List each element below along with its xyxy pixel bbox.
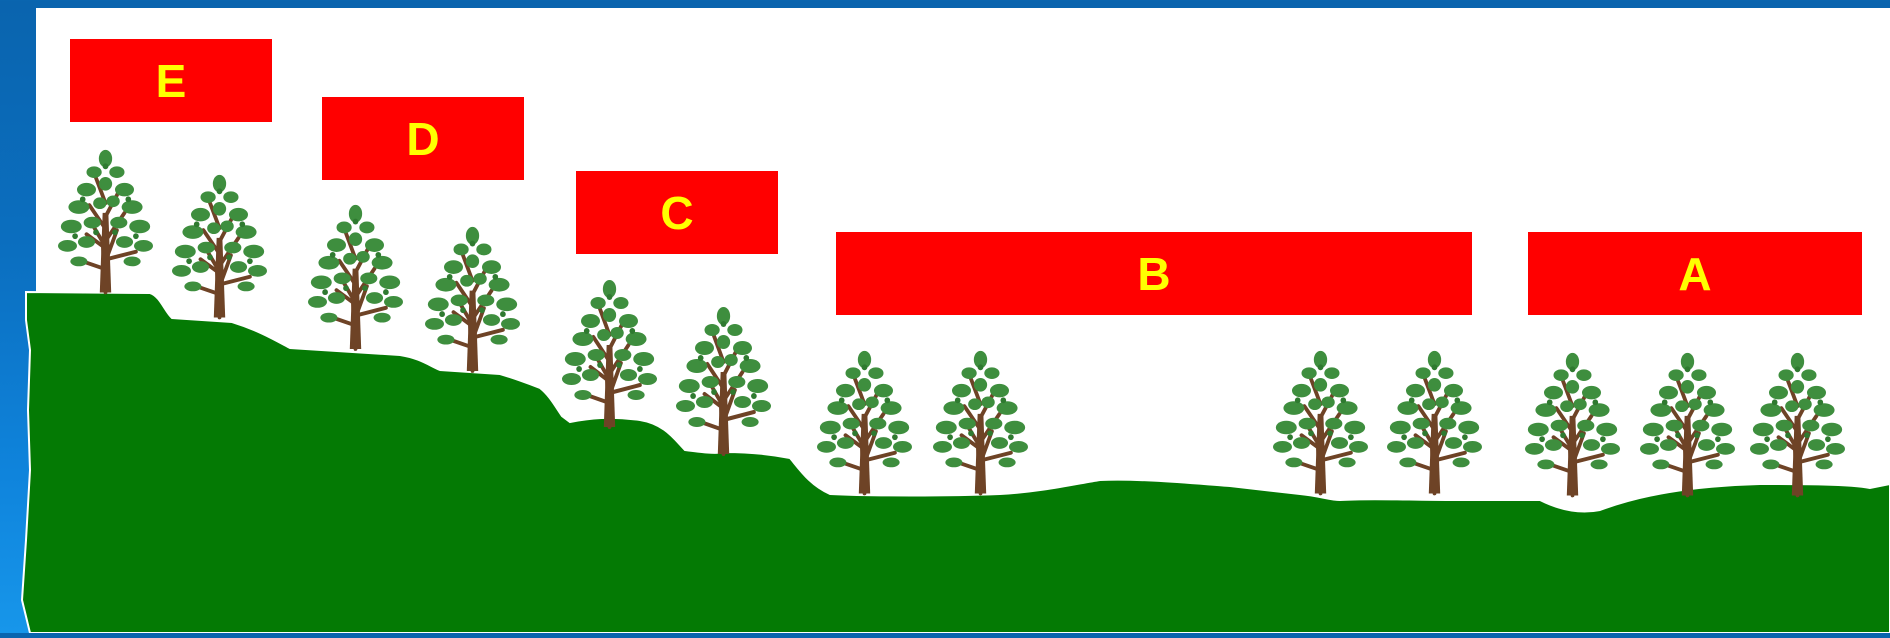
zone-label-b-text: B (1137, 247, 1171, 300)
zone-label-c: C (576, 171, 778, 254)
zone-label-e: E (70, 39, 272, 122)
hillside-ground (20, 290, 1890, 634)
zone-label-d-text: D (406, 112, 440, 165)
zone-label-c-text: C (660, 186, 694, 239)
zone-label-a-text: A (1678, 247, 1712, 300)
zone-label-a: A (1528, 232, 1862, 315)
zone-label-d: D (322, 97, 524, 180)
zone-label-b: B (836, 232, 1472, 315)
zone-label-e-text: E (155, 54, 187, 107)
